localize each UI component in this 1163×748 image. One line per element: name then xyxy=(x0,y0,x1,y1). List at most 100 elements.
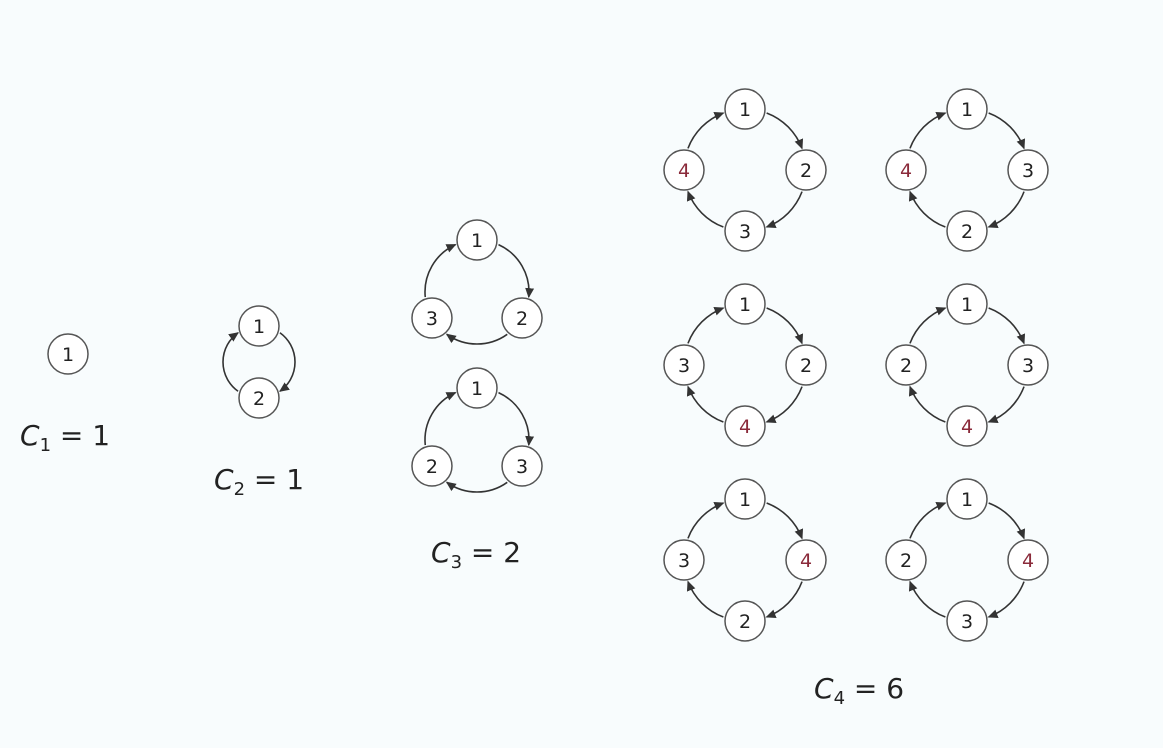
node-label: 2 xyxy=(800,160,812,182)
node-label: 3 xyxy=(1022,160,1034,182)
node-circle xyxy=(411,445,453,487)
cycle-edge-arrow xyxy=(766,112,804,150)
node-label: 3 xyxy=(961,611,973,633)
cycle-edge-arrow xyxy=(909,306,947,344)
node-label: 4 xyxy=(739,416,751,438)
cycle-edge-arrow xyxy=(765,386,803,424)
node-label: 2 xyxy=(800,355,812,377)
node-circle xyxy=(663,344,705,386)
cycle-graph: 12 xyxy=(222,305,296,419)
cycle-edge-arrow xyxy=(498,243,535,299)
node-label: 1 xyxy=(961,99,973,121)
node-label: 1 xyxy=(253,316,265,338)
node-label: 2 xyxy=(739,611,751,633)
node-circle xyxy=(885,344,927,386)
node-label: 1 xyxy=(961,489,973,511)
node-circle xyxy=(885,539,927,581)
node-circle xyxy=(1007,539,1049,581)
node-label: 2 xyxy=(426,456,438,478)
node-label: 1 xyxy=(739,294,751,316)
node-circle xyxy=(1007,344,1049,386)
cycle-graph: 132 xyxy=(411,367,543,493)
cycle-graph: 123 xyxy=(411,219,543,345)
node-circle xyxy=(663,149,705,191)
caption-c1: C1 = 1 xyxy=(20,419,110,456)
cycle-edge-arrow xyxy=(988,307,1026,345)
node-circle xyxy=(946,478,988,520)
node-circle xyxy=(885,149,927,191)
node-circle xyxy=(238,305,280,347)
node-label: 4 xyxy=(961,416,973,438)
cycle-edge-arrow xyxy=(222,332,239,392)
cycle-graph: 1 xyxy=(47,333,89,375)
node-label: 1 xyxy=(62,344,74,366)
cycle-edge-arrow xyxy=(686,385,724,423)
cycle-edge-arrow xyxy=(908,580,946,618)
cycle-edge-arrow xyxy=(686,580,724,618)
node-circle xyxy=(724,283,766,325)
node-label: 3 xyxy=(678,550,690,572)
cycle-graph: 1 3 4 2 xyxy=(885,283,1049,447)
cycle-edge-arrow xyxy=(987,386,1025,424)
node-circle xyxy=(501,445,543,487)
cycle-edge-arrow xyxy=(988,112,1026,150)
node-circle xyxy=(785,539,827,581)
cycle-edge-arrow xyxy=(765,191,803,229)
node-circle xyxy=(724,210,766,252)
node-circle xyxy=(456,367,498,409)
cycle-edge-arrow xyxy=(909,111,947,149)
node-label: 3 xyxy=(516,456,528,478)
cycle-edge-arrow xyxy=(279,332,296,392)
node-circle xyxy=(501,297,543,339)
node-label: 3 xyxy=(426,308,438,330)
node-circle xyxy=(946,88,988,130)
node-label: 3 xyxy=(739,221,751,243)
node-label: 4 xyxy=(900,160,912,182)
cycle-edge-arrow xyxy=(766,307,804,345)
caption-c2: C2 = 1 xyxy=(214,463,304,500)
node-label: 2 xyxy=(516,308,528,330)
node-circle xyxy=(238,377,280,419)
cycle-edge-arrow xyxy=(424,243,457,298)
node-label: 1 xyxy=(961,294,973,316)
cycle-edge-arrow xyxy=(686,190,724,228)
cycle-edge-arrow xyxy=(908,385,946,423)
node-label: 2 xyxy=(900,550,912,572)
cycle-edge-arrow xyxy=(687,501,725,539)
node-circle xyxy=(724,600,766,642)
cycle-edge-arrow xyxy=(909,501,947,539)
cycle-edge-arrow xyxy=(424,391,457,446)
cycle-edge-arrow xyxy=(445,481,508,493)
node-circle xyxy=(946,600,988,642)
node-label: 1 xyxy=(739,489,751,511)
node-circle xyxy=(411,297,453,339)
caption-c4: C4 = 6 xyxy=(814,672,904,709)
node-circle xyxy=(663,539,705,581)
node-circle xyxy=(724,405,766,447)
node-circle xyxy=(946,405,988,447)
node-circle xyxy=(724,478,766,520)
cycle-edge-arrow xyxy=(987,581,1025,619)
cycle-edge-arrow xyxy=(766,502,804,540)
node-label: 2 xyxy=(900,355,912,377)
cycle-edge-arrow xyxy=(687,111,725,149)
node-circle xyxy=(785,344,827,386)
node-circle xyxy=(946,210,988,252)
caption-c3: C3 = 2 xyxy=(431,536,521,573)
cycle-edge-arrow xyxy=(988,502,1026,540)
node-label: 3 xyxy=(678,355,690,377)
node-circle xyxy=(456,219,498,261)
node-circle xyxy=(724,88,766,130)
node-label: 3 xyxy=(1022,355,1034,377)
cycle-graph: 1 2 4 3 xyxy=(663,283,827,447)
node-label: 4 xyxy=(678,160,690,182)
cycle-edge-arrow xyxy=(445,333,508,345)
node-circle xyxy=(785,149,827,191)
node-label: 4 xyxy=(800,550,812,572)
cycle-graph: 1 4 2 3 xyxy=(663,478,827,642)
cycle-edge-arrow xyxy=(765,581,803,619)
